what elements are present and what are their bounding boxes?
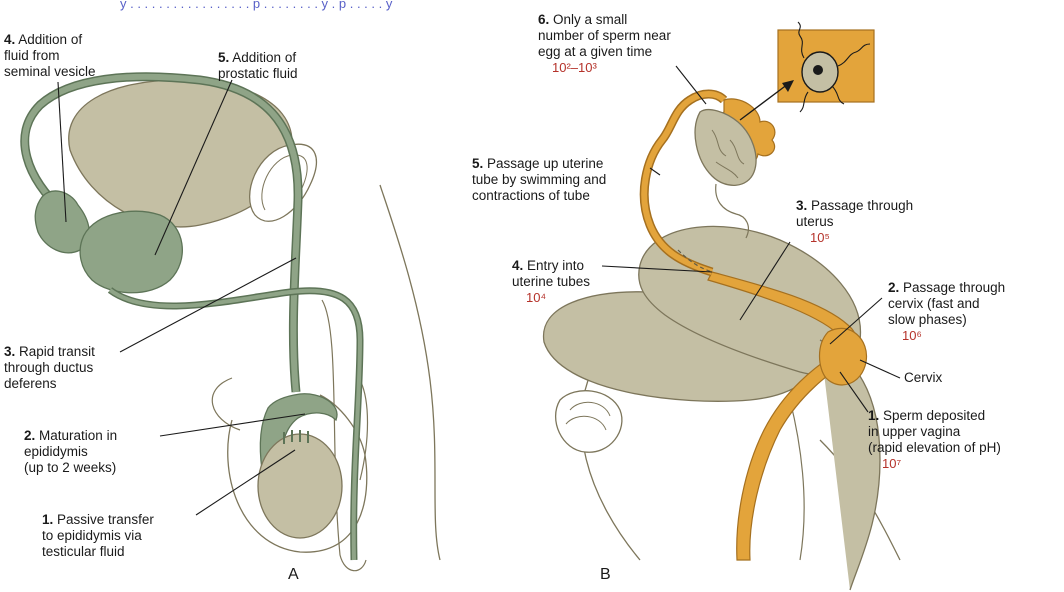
panel-a-letter: A: [288, 566, 299, 584]
label-b-6: 6. Only a small number of sperm near egg…: [538, 12, 671, 76]
panel-b-letter: B: [600, 566, 611, 584]
label-a-1: 1. Passive transfer to epididymis via te…: [42, 512, 154, 560]
testis: [258, 434, 342, 538]
label-a-2: 2. Maturation in epididymis (up to 2 wee…: [24, 428, 117, 476]
egg-nucleus: [813, 65, 823, 75]
male-body-outline: [380, 185, 440, 560]
male-body-outline-2: [212, 378, 240, 430]
pubic-bone-b: [556, 391, 622, 453]
label-b-cervix: Cervix: [904, 370, 942, 386]
label-b-5: 5. Passage up uterine tube by swimming a…: [472, 156, 606, 204]
label-a-5: 5. Addition of prostatic fluid: [218, 50, 298, 82]
label-a-3: 3. Rapid transit through ductus deferens: [4, 344, 95, 392]
prostate: [80, 211, 182, 293]
label-a-4: 4. Addition of fluid from seminal vesicl…: [4, 32, 96, 80]
label-b-2: 2. Passage through cervix (fast and slow…: [888, 280, 1005, 344]
label-b-1: 1. Sperm deposited in upper vagina (rapi…: [868, 408, 1001, 472]
leader-b-cervix: [860, 360, 900, 378]
